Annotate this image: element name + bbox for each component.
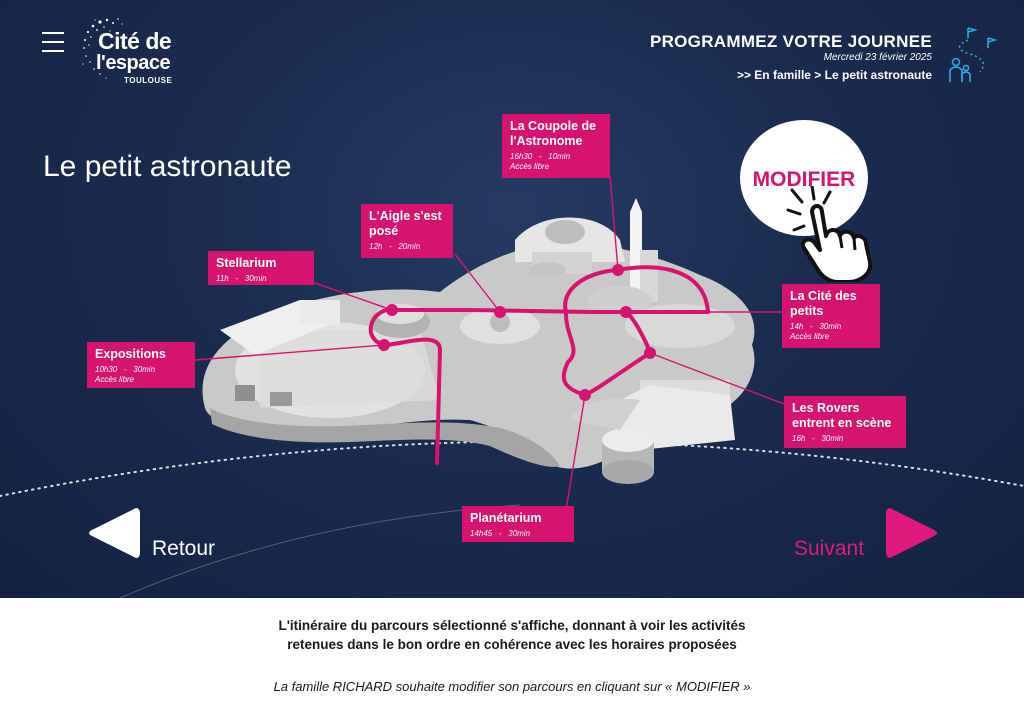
caption-line-3: La famille RICHARD souhaite modifier son… xyxy=(273,679,751,694)
activity-aigle[interactable]: L'Aigle s'est posé 12h - 20min xyxy=(361,204,453,258)
program-title: PROGRAMMEZ VOTRE JOURNEE xyxy=(649,32,932,51)
activity-access: Accès libre xyxy=(95,375,135,384)
back-arrow-icon[interactable] xyxy=(86,504,140,562)
back-button-label[interactable]: Retour xyxy=(152,537,216,560)
activity-name: La Cité des petits xyxy=(790,289,857,318)
modify-button-label: MODIFIER xyxy=(752,168,856,191)
logo-line-3: TOULOUSE xyxy=(124,76,173,85)
activity-name: Stellarium xyxy=(216,256,277,270)
park-map xyxy=(194,175,785,511)
next-button-label[interactable]: Suivant xyxy=(794,537,865,560)
activity-name: La Coupole de l'Astronome xyxy=(510,119,597,148)
activity-name: L'Aigle s'est posé xyxy=(369,209,442,238)
modify-button[interactable]: MODIFIER xyxy=(740,120,868,236)
next-arrow-icon[interactable] xyxy=(886,504,940,562)
caption-line-1: L'itinéraire du parcours sélectionné s'a… xyxy=(278,618,746,633)
cite-espace-logo[interactable]: Cité de l'espace TOULOUSE xyxy=(80,16,210,86)
activity-planetarium[interactable]: Planétarium 14h45 - 30min xyxy=(462,506,574,542)
activity-rovers[interactable]: Les Rovers entrent en scène 16h - 30min xyxy=(784,396,906,448)
activity-time: 12h - 20min xyxy=(369,242,421,251)
logo-line-2: l'espace xyxy=(96,52,171,74)
activity-access: Accès libre xyxy=(510,162,550,171)
page-title: Le petit astronaute xyxy=(43,150,292,183)
caption-line-2: retenues dans le bon ordre en cohérence … xyxy=(287,637,737,652)
activity-time: 10h30 - 30min xyxy=(95,365,156,374)
activity-cite-des-petits[interactable]: La Cité des petits 14h - 30min Accès lib… xyxy=(782,284,880,348)
activity-time: 14h45 - 30min xyxy=(470,529,531,538)
activity-time: 11h - 30min xyxy=(216,274,267,283)
hand-pointer-icon xyxy=(786,186,873,282)
plan-route-icon xyxy=(949,27,998,82)
activity-time: 14h - 30min xyxy=(790,322,842,331)
route-stops xyxy=(378,264,656,401)
activity-time: 16h - 30min xyxy=(792,434,844,443)
logo-stars-icon xyxy=(82,18,123,79)
logo-line-1: Cité de xyxy=(98,28,172,54)
activity-expositions[interactable]: Expositions 10h30 - 30min Accès libre xyxy=(87,342,195,388)
app-screen: Cité de l'espace TOULOUSE PROGRAMMEZ VOT… xyxy=(0,0,1024,598)
activity-name: Les Rovers entrent en scène xyxy=(792,401,892,430)
activity-coupole[interactable]: La Coupole de l'Astronome 16h30 - 10min … xyxy=(502,114,610,178)
program-date: Mercredi 23 février 2025 xyxy=(823,52,932,63)
activity-name: Expositions xyxy=(95,347,166,361)
activity-time: 16h30 - 10min xyxy=(510,152,571,161)
menu-icon[interactable] xyxy=(42,32,64,59)
activity-stellarium[interactable]: Stellarium 11h - 30min xyxy=(208,251,314,285)
activity-access: Accès libre xyxy=(790,332,830,341)
breadcrumb[interactable]: >> En famille > Le petit astronaute xyxy=(736,68,932,82)
activity-name: Planétarium xyxy=(470,511,542,525)
